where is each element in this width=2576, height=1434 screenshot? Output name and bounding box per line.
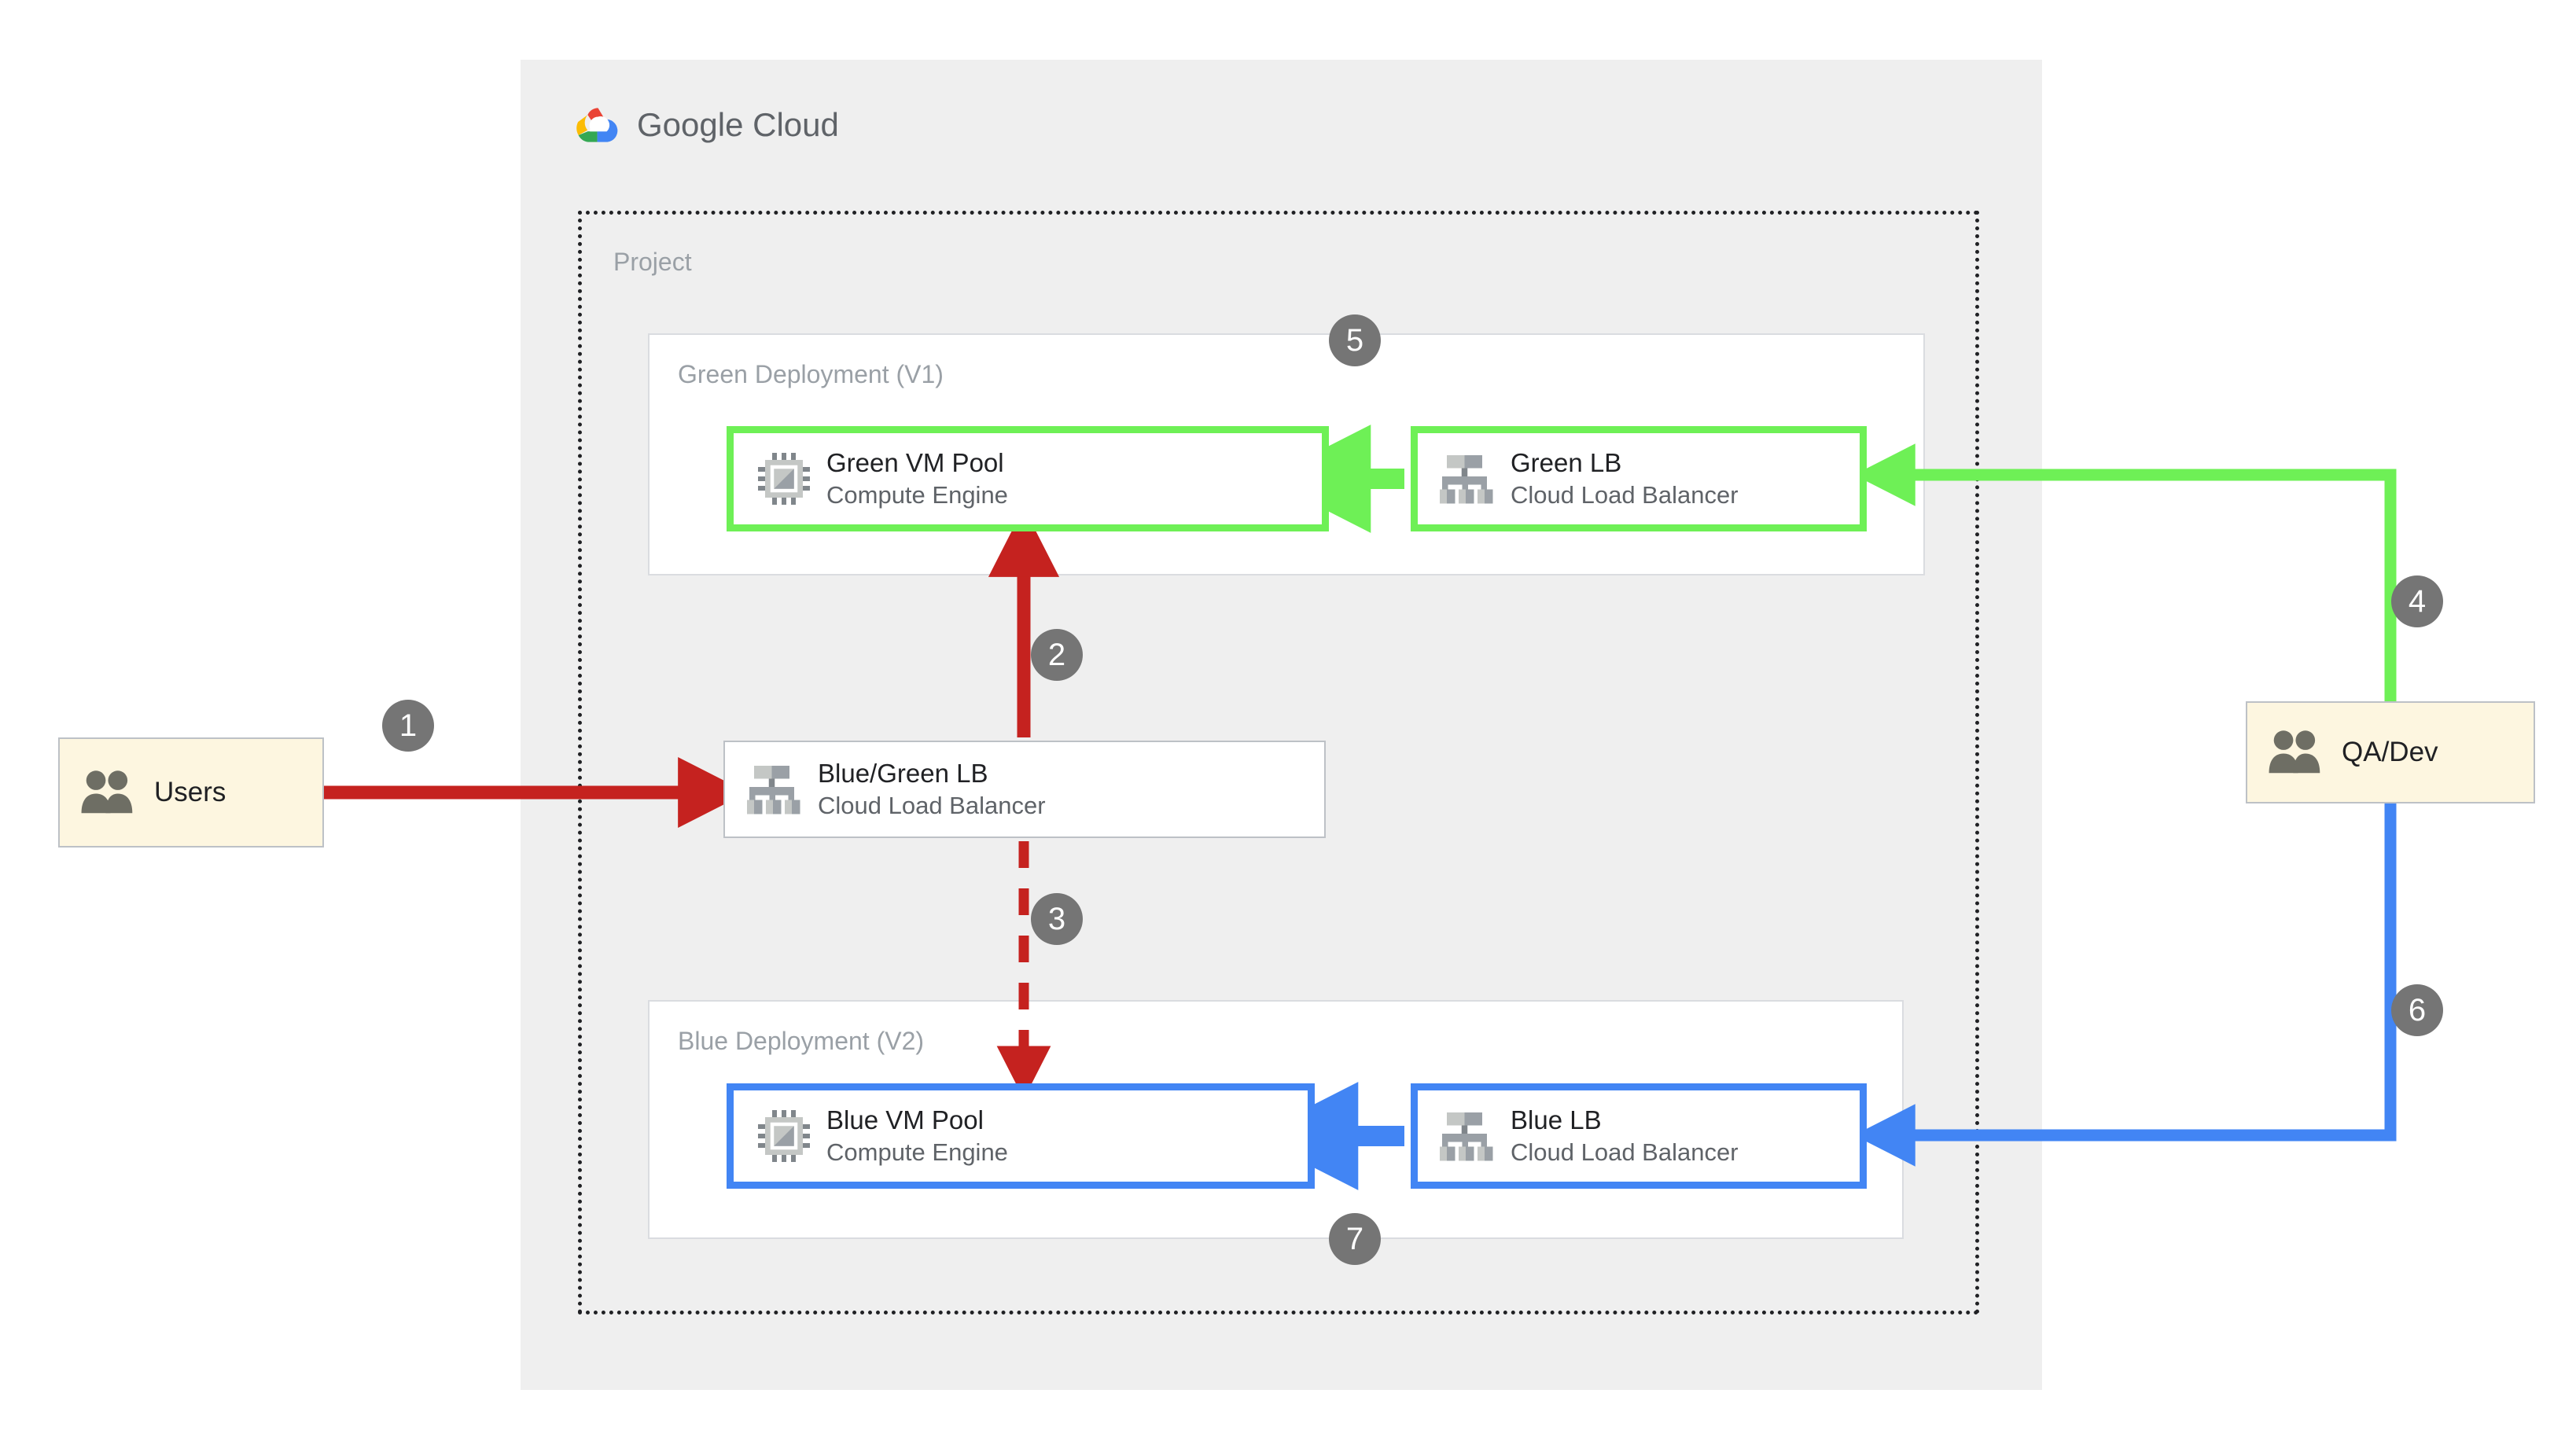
card-blue-lb-title: Blue LB [1511,1105,1602,1135]
card-green-vm-pool-subtitle: Compute Engine [826,481,1008,509]
card-green-lb-title: Green LB [1511,448,1622,478]
card-green-vm-pool-title: Green VM Pool [826,448,1004,478]
cloud-load-balancer-icon [1440,1112,1493,1161]
card-blue-green-lb-title: Blue/Green LB [818,759,988,789]
card-blue-green-lb-text: Blue/Green LB Cloud Load Balancer [818,757,1046,822]
card-blue-vm-pool[interactable]: Blue VM Pool Compute Engine [727,1083,1315,1189]
green-deployment-label: Green Deployment (V1) [678,360,944,388]
card-green-vm-pool[interactable]: Green VM Pool Compute Engine [727,426,1329,531]
step-badge-3: 3 [1031,893,1083,945]
actor-users[interactable]: Users [58,737,324,848]
card-green-lb[interactable]: Green LB Cloud Load Balancer [1411,426,1867,531]
card-blue-green-lb-subtitle: Cloud Load Balancer [818,792,1046,820]
compute-engine-chip-icon [758,453,810,505]
logo-word-google: Google [637,106,744,143]
cloud-load-balancer-icon [1440,455,1493,504]
actor-users-label: Users [154,777,226,807]
card-blue-lb[interactable]: Blue LB Cloud Load Balancer [1411,1083,1867,1189]
google-cloud-logo-icon [576,108,618,142]
compute-engine-chip-icon [758,1110,810,1162]
step-badge-5: 5 [1329,314,1381,366]
google-cloud-logo-text: Google Cloud [637,106,839,144]
card-green-lb-text: Green LB Cloud Load Balancer [1511,447,1739,511]
people-group-icon [81,770,133,814]
project-boundary [578,211,1979,1314]
step-badge-4: 4 [2391,575,2443,627]
step-badge-6: 6 [2391,984,2443,1036]
step-badge-7: 7 [1329,1213,1381,1265]
card-blue-lb-text: Blue LB Cloud Load Balancer [1511,1104,1739,1168]
card-blue-vm-pool-text: Blue VM Pool Compute Engine [826,1104,1008,1168]
card-blue-lb-subtitle: Cloud Load Balancer [1511,1138,1739,1167]
card-blue-vm-pool-subtitle: Compute Engine [826,1138,1008,1167]
project-label: Project [613,248,692,276]
logo-word-cloud: Cloud [753,106,839,143]
cloud-load-balancer-icon [747,766,800,814]
step-badge-2: 2 [1031,629,1083,681]
blue-deployment-label: Blue Deployment (V2) [678,1027,925,1055]
card-blue-vm-pool-title: Blue VM Pool [826,1105,984,1135]
actor-qa-dev[interactable]: QA/Dev [2246,701,2535,803]
google-cloud-logo-row: Google Cloud [574,106,839,144]
card-green-vm-pool-text: Green VM Pool Compute Engine [826,447,1008,511]
step-badge-1: 1 [382,700,434,752]
actor-qa-dev-label: QA/Dev [2342,737,2438,767]
card-green-lb-subtitle: Cloud Load Balancer [1511,481,1739,509]
card-blue-green-lb[interactable]: Blue/Green LB Cloud Load Balancer [723,741,1326,838]
people-group-icon [2269,730,2320,774]
